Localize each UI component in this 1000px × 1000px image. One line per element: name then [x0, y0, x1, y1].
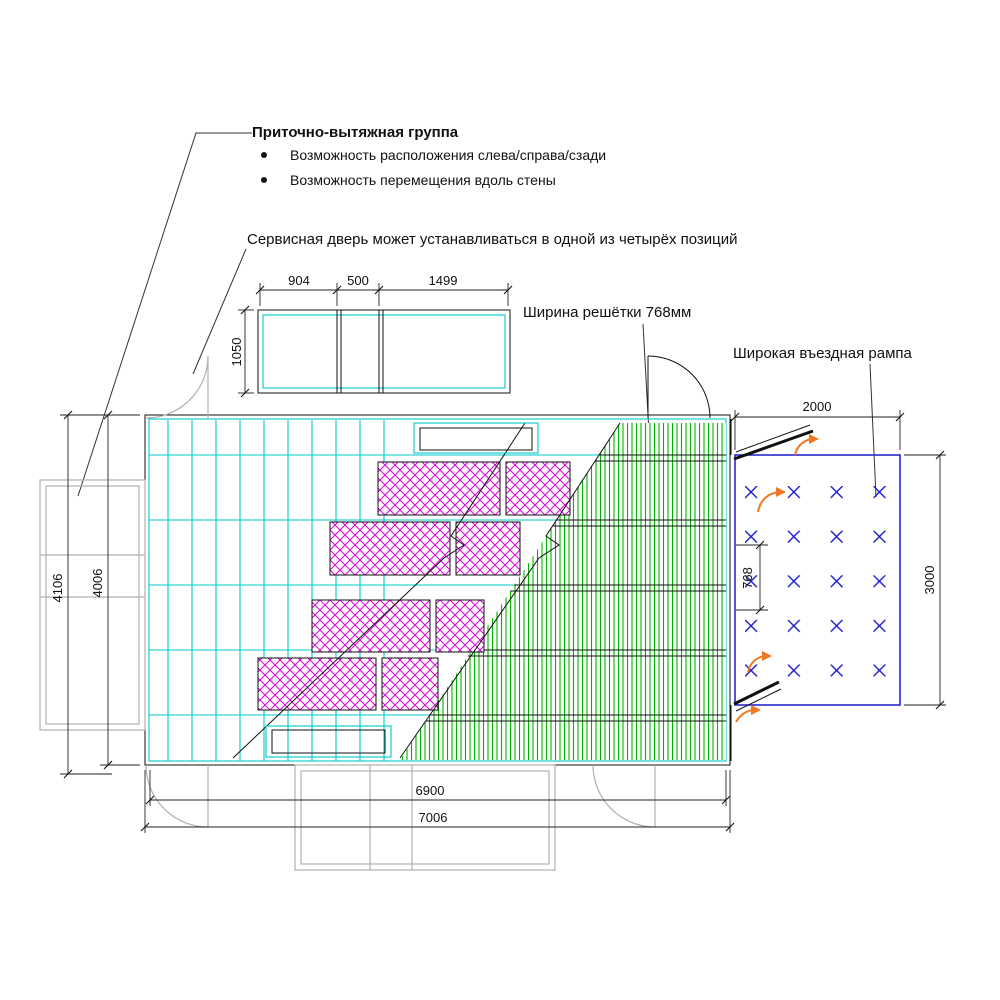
dimension-ramp-length: 3000 [904, 450, 946, 710]
note-heading: Приточно-вытяжная группа [252, 124, 459, 141]
bottom-grille [265, 725, 392, 758]
dimension-detail-depth: 1050 [229, 305, 254, 398]
section-break-lines [232, 422, 621, 759]
dim-3000: 3000 [922, 566, 937, 595]
bullet-icon [261, 177, 267, 183]
magenta-hatch-panels [257, 461, 571, 711]
dim-904: 904 [288, 273, 310, 288]
top-grille [413, 422, 539, 454]
ramp-flap-top [733, 424, 814, 461]
rotation-arrow-icon [747, 651, 772, 673]
rotation-arrow-icon [757, 487, 786, 513]
dimension-overall-height: 4106 [50, 410, 140, 779]
ramp-area [730, 419, 901, 761]
ramp-outline [734, 454, 901, 706]
supply-exhaust-note: Приточно-вытяжная группа Возможность рас… [252, 124, 606, 188]
service-door-note: Сервисная дверь может устанавливаться в … [247, 231, 738, 248]
leader-service-door [192, 248, 247, 375]
bullet-icon [261, 152, 267, 158]
note-bullet-2: Возможность перемещения вдоль стены [290, 172, 556, 188]
vent-unit-inner [262, 314, 506, 389]
ramp-anchor-marks [740, 470, 890, 686]
vent-alt-position-bottom [294, 764, 556, 871]
dimension-inner-height: 4006 [90, 410, 140, 770]
dimension-ramp-width: 2000 [730, 399, 905, 450]
vent-unit-detail-view [257, 309, 511, 394]
vent-alt-position-left [39, 479, 146, 731]
dimension-grille-pitch: 768 [736, 540, 768, 615]
door-swing-alt-bottom-left [145, 764, 209, 828]
dim-1499: 1499 [429, 273, 458, 288]
rotation-arrow-icon [735, 705, 761, 723]
dimension-inner-width: 6900 [145, 770, 731, 806]
dim-2000: 2000 [803, 399, 832, 414]
dim-4106: 4106 [50, 574, 65, 603]
vent-unit-outline [257, 309, 511, 394]
dim-4006: 4006 [90, 569, 105, 598]
ramp-flap-bottom [733, 680, 782, 712]
dim-7006: 7006 [419, 810, 448, 825]
door-swing-alt-bottom-mid [592, 764, 656, 828]
rotation-arrow-icon [794, 434, 819, 456]
door-swing-alt-top-left [145, 355, 209, 419]
dim-6900: 6900 [416, 783, 445, 798]
ramp-note: Широкая въездная рампа [733, 345, 913, 362]
dimension-detail-chain: 904 500 1499 [255, 273, 513, 306]
dim-768: 768 [740, 567, 755, 589]
leader-supply-group [77, 132, 252, 497]
main-floor-plan [144, 414, 731, 766]
dim-500: 500 [347, 273, 369, 288]
grille-width-note: Ширина решётки 768мм [523, 304, 691, 321]
grille-icon [271, 729, 386, 754]
dimension-overall-width: 7006 [140, 770, 735, 833]
door-swing-active [647, 355, 711, 419]
service-door-positions [145, 355, 711, 828]
grille-icon [419, 427, 533, 451]
dim-1050: 1050 [229, 338, 244, 367]
note-bullet-1: Возможность расположения слева/справа/сз… [290, 147, 606, 163]
